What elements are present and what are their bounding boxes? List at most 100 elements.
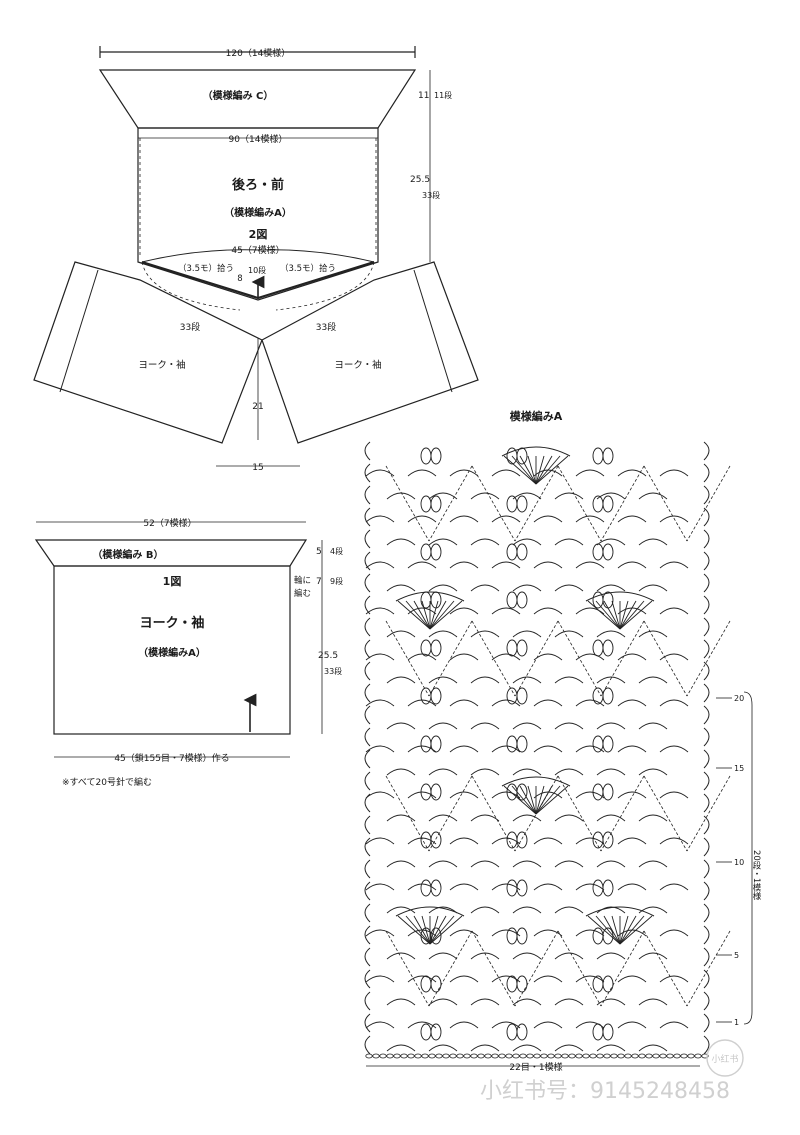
foundation-chain [582,1053,590,1059]
chain-arc [470,998,500,1006]
repeat-bracket [716,691,753,1025]
chain-arc [407,975,437,983]
f2-body-height: 25.5 [410,175,430,185]
fan-stitch [619,915,637,945]
edge-loop-right [703,617,710,637]
chain-arc [491,929,521,937]
puff-stitch [420,447,432,465]
chain-arc [575,975,605,983]
foundation-chain [519,1053,527,1059]
chain-diagonal [428,465,473,542]
puff-stitch [516,879,528,897]
edge-loop-left [364,815,371,835]
chain-arc [575,699,605,707]
foundation-chain [400,1053,408,1059]
fan-arc [501,446,571,457]
foundation-chain [631,1053,639,1059]
puff-stitch [592,543,604,561]
chain-arc [386,630,416,638]
chain-arc [512,722,542,730]
chain-arc [638,676,668,684]
edge-loop-right [703,903,710,923]
fan-stitch [535,785,569,815]
f1-h2: 7 [316,577,322,587]
chain-arc [533,791,563,799]
chain-arc [596,952,626,960]
chain-arc [428,998,458,1006]
foundation-chain [589,1053,597,1059]
chain-arc [638,722,668,730]
puff-stitch [430,735,442,753]
chain-arc [638,1044,668,1052]
f1-h2-rows: 9段 [330,576,343,586]
chain-arc [428,860,458,868]
fan-stitch [413,600,431,630]
foundation-chain [393,1053,401,1059]
chain-arc [449,975,479,983]
f1-h3: 25.5 [318,651,338,661]
chain-arc [512,906,542,914]
chain-arc [449,469,479,477]
fan-stitch [429,600,447,630]
chain-arc [428,1044,458,1052]
chain-diagonal [471,465,516,542]
fan-stitch [503,785,537,815]
foundation-chain [449,1053,457,1059]
chain-arc [617,607,647,615]
chain-arc [386,860,416,868]
f2-body-rows: 33段 [422,190,440,200]
f1-h1-rows: 4段 [330,546,343,556]
fan-stitch [595,600,621,630]
fan-stitch [429,915,455,945]
edge-loop-right [703,793,710,813]
chain-arc [386,768,416,776]
chain-diagonal [686,930,731,1007]
edge-loop-right [703,441,710,461]
puff-stitch [602,495,614,513]
chain-arc [638,860,668,868]
edge-loop-left [364,969,371,989]
chain-arc [491,1021,521,1029]
chain-arc [533,561,563,569]
chain-arc [596,768,626,776]
chain-arc [365,699,395,707]
chain-arc [386,676,416,684]
chain-arc [470,1044,500,1052]
chain-arc [575,883,605,891]
chain-arc [533,515,563,523]
pattern-a-title: 模様編みA [510,409,563,423]
fan-stitch [519,785,537,815]
chain-diagonal [514,775,559,852]
puff-stitch [516,831,528,849]
chain-arc [449,561,479,569]
chain-arc [638,768,668,776]
puff-stitch [506,1023,518,1041]
puff-stitch [592,783,604,801]
foundation-chain [652,1053,660,1059]
edge-loop-left [364,529,371,549]
chain-arc [512,768,542,776]
chain-arc [554,906,584,914]
puff-stitch [430,927,442,945]
chain-arc [428,584,458,592]
chain-arc [365,561,395,569]
puff-stitch [420,879,432,897]
puff-stitch [592,639,604,657]
chain-arc [533,929,563,937]
f2-top-width: 120（14模様） [226,47,291,59]
fan-arc [395,591,465,602]
puff-stitch [430,543,442,561]
puff-stitch [430,879,442,897]
chain-arc [596,1044,626,1052]
chain-arc [554,722,584,730]
chain-arc [449,607,479,615]
chain-arc [659,653,689,661]
edge-loop-right [703,881,710,901]
chain-arc [554,998,584,1006]
chain-arc [617,975,647,983]
chain-arc [470,722,500,730]
f2-left-decrease: （3.5モ）拾う [178,263,234,274]
chain-diagonal [471,775,516,852]
foundation-chain [694,1053,702,1059]
fan-stitch [587,600,621,630]
